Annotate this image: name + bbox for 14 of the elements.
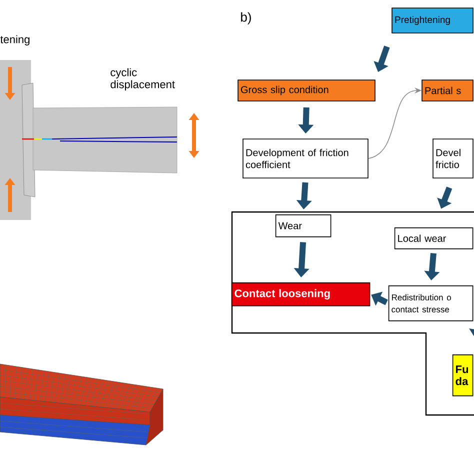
result-box: Fu da xyxy=(452,354,474,396)
condition-box: Partial s xyxy=(422,80,474,102)
text-box: Devel frictio xyxy=(432,138,474,178)
text-box: Development of friction coefficient xyxy=(242,138,368,178)
text-box: Wear xyxy=(275,214,332,238)
text-box: Redistribution o contact stresse xyxy=(388,285,474,322)
panel-letter: b) xyxy=(241,12,251,24)
result-box: Contact loosening xyxy=(231,282,370,306)
caption-text: tening xyxy=(0,35,30,46)
condition-box: Gross slip condition xyxy=(238,80,376,102)
caption-text: cyclic displacement xyxy=(110,68,175,90)
text-box: Local wear xyxy=(394,227,474,250)
outline-frame xyxy=(231,211,474,416)
process-box: Pretightening xyxy=(392,8,474,34)
